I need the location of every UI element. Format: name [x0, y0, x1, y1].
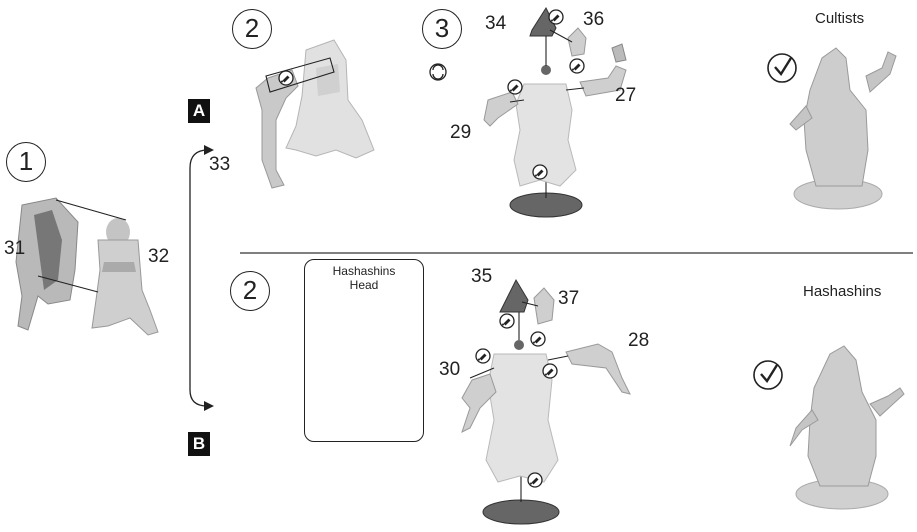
check-icon — [767, 53, 797, 83]
variant-title-hashashins: Hashashins — [803, 283, 882, 300]
part-number-33: 33 — [209, 154, 231, 175]
part-number-36: 36 — [583, 9, 605, 30]
step1-body-part — [91, 218, 159, 336]
step-2a-circle: 2 — [232, 9, 272, 49]
variant-title-cultists: Cultists — [815, 10, 865, 27]
glue-icon — [475, 348, 491, 364]
step3-hashashin-figure — [461, 278, 631, 525]
step-2b-circle: 2 — [230, 271, 270, 311]
glue-icon — [499, 313, 515, 329]
part-number-32: 32 — [148, 246, 170, 267]
part-number-30: 30 — [439, 359, 461, 380]
branch-a-label: A — [188, 99, 210, 123]
glue-icon — [278, 70, 294, 86]
glue-icon — [530, 331, 546, 347]
step3-cultist-figure — [483, 6, 627, 218]
part-number-34: 34 — [485, 13, 507, 34]
hashashins-head-panel: Hashashins Head — [304, 259, 424, 442]
part-number-27: 27 — [615, 85, 637, 106]
panel-title-line1: Hashashins — [332, 264, 396, 278]
part-number-31: 31 — [4, 238, 26, 259]
step-1-circle: 1 — [6, 142, 46, 182]
check-icon — [753, 360, 783, 390]
step1-cloak-part — [15, 197, 79, 331]
glue-icon — [542, 363, 558, 379]
glue-icon — [548, 9, 564, 25]
glue-icon — [527, 472, 543, 488]
glue-icon — [532, 164, 548, 180]
glue-icon — [569, 58, 585, 74]
part-number-35: 35 — [471, 266, 493, 287]
part-number-37: 37 — [558, 288, 580, 309]
hashashin-finished-figure — [789, 345, 905, 510]
branch-arrows — [189, 145, 214, 411]
step2a-cape-part — [255, 69, 299, 189]
branch-b-label: B — [188, 432, 210, 456]
step2a-connect-box — [265, 57, 335, 93]
glue-icon — [507, 79, 523, 95]
panel-title-line2: Head — [349, 278, 379, 292]
part-number-29: 29 — [450, 122, 472, 143]
rotate-icon — [429, 63, 447, 81]
step-3-circle: 3 — [422, 9, 462, 49]
step1-connect-lines — [37, 199, 127, 293]
cultist-finished-figure — [789, 47, 897, 210]
part-number-28: 28 — [628, 330, 650, 351]
